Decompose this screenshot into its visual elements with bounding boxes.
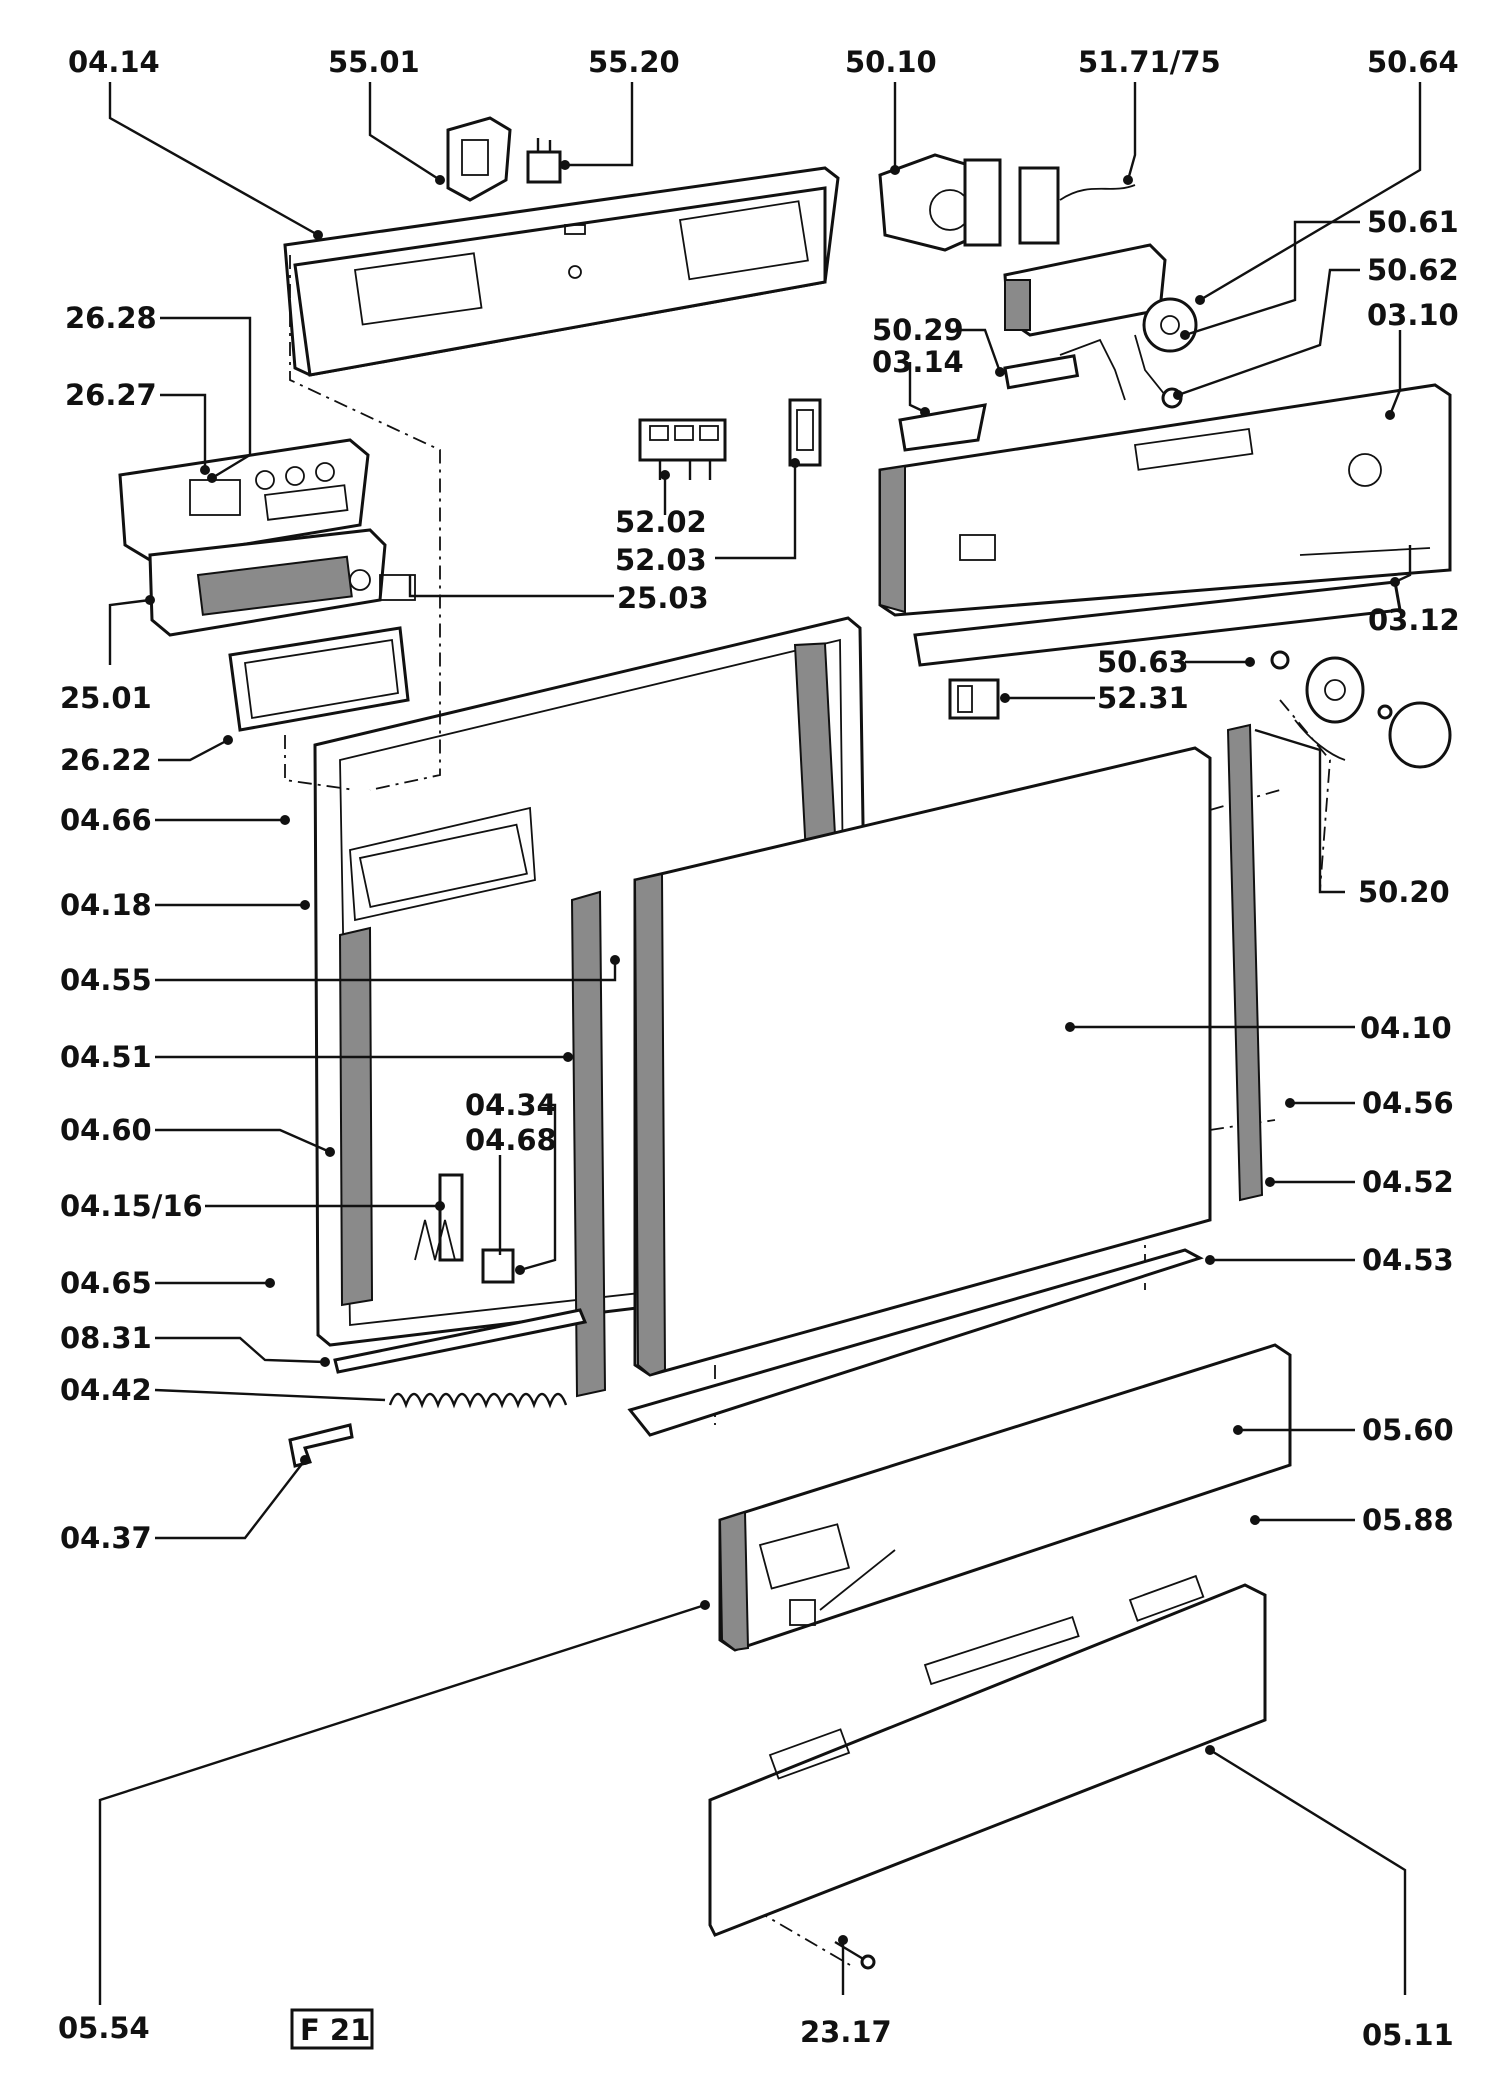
label-04-52: 04.52 xyxy=(1362,1165,1454,1199)
part-trim-strip xyxy=(913,580,1402,667)
label-04-60: 04.60 xyxy=(60,1113,152,1147)
label-25-03: 25.03 xyxy=(617,581,709,615)
label-25-01: 25.01 xyxy=(60,681,152,715)
label-04-53: 04.53 xyxy=(1362,1243,1454,1277)
label-05-60: 05.60 xyxy=(1362,1413,1454,1447)
label-52-02: 52.02 xyxy=(615,505,707,539)
label-55-20: 55.20 xyxy=(588,45,680,79)
part-clip xyxy=(788,398,822,467)
label-52-03: 52.03 xyxy=(615,543,707,577)
leader-endpoints xyxy=(145,160,1400,1945)
part-spring xyxy=(388,1392,568,1409)
label-52-31: 52.31 xyxy=(1097,681,1189,715)
label-23-17: 23.17 xyxy=(800,2015,892,2049)
label-26-27: 26.27 xyxy=(65,378,157,412)
label-04-66: 04.66 xyxy=(60,803,152,837)
label-04-56: 04.56 xyxy=(1362,1086,1454,1120)
part-relay xyxy=(638,418,727,480)
label-50-61: 50.61 xyxy=(1367,205,1459,239)
label-04-34: 04.34 xyxy=(465,1088,557,1122)
part-program-timer xyxy=(878,153,1136,252)
label-04-14: 04.14 xyxy=(68,45,160,79)
label-04-10: 04.10 xyxy=(1360,1011,1452,1045)
part-top-frame-bracket xyxy=(283,166,840,377)
part-hinge-rod xyxy=(333,1308,588,1374)
label-08-31: 08.31 xyxy=(60,1321,152,1355)
label-04-42: 04.42 xyxy=(60,1373,152,1407)
label-50-64: 50.64 xyxy=(1367,45,1459,79)
part-bottom-plate xyxy=(708,1574,1267,1937)
label-55-01: 55.01 xyxy=(328,45,420,79)
part-switch xyxy=(446,116,512,202)
part-switch-block xyxy=(1003,243,1198,353)
label-50-63: 50.63 xyxy=(1097,645,1189,679)
part-hook xyxy=(288,1423,354,1468)
label-50-29: 50.29 xyxy=(872,313,964,347)
label-26-22: 26.22 xyxy=(60,743,152,777)
label-04-65: 04.65 xyxy=(60,1266,152,1300)
label-05-88: 05.88 xyxy=(1362,1503,1454,1537)
label-05-54: 05.54 xyxy=(58,2011,150,2045)
label-04-51: 04.51 xyxy=(60,1040,152,1074)
label-26-28: 26.28 xyxy=(65,301,157,335)
label-04-37: 04.37 xyxy=(60,1521,152,1555)
part-small-plate xyxy=(898,403,987,452)
label-04-15-16: 04.15/16 xyxy=(60,1189,203,1223)
figure-badge: F 21 xyxy=(290,2008,374,2050)
part-side-strip-left xyxy=(570,890,607,1398)
label-03-10: 03.10 xyxy=(1367,298,1459,332)
label-50-10: 50.10 xyxy=(845,45,937,79)
part-control-panel xyxy=(878,383,1452,617)
part-side-strip-right xyxy=(1226,723,1264,1202)
part-bottom-rail xyxy=(627,1248,1204,1437)
label-51-71-75: 51.71/75 xyxy=(1078,45,1221,79)
leader-lines xyxy=(98,82,1422,2005)
label-05-11: 05.11 xyxy=(1362,2018,1454,2052)
label-03-12: 03.12 xyxy=(1368,603,1460,637)
part-lever xyxy=(1003,334,1183,409)
part-detergent-dispenser xyxy=(118,438,370,562)
label-04-55: 04.55 xyxy=(60,963,152,997)
label-04-68: 04.68 xyxy=(465,1123,557,1157)
part-knob-assembly xyxy=(1270,650,1452,769)
part-screw xyxy=(834,1940,876,1970)
part-gasket xyxy=(228,626,410,732)
part-number-labels: 04.14 55.01 55.20 50.10 51.71/75 50.64 5… xyxy=(58,45,1460,2052)
part-outer-door-panel xyxy=(633,746,1212,1377)
label-04-18: 04.18 xyxy=(60,888,152,922)
part-kick-panel xyxy=(718,1343,1292,1652)
part-dispenser-housing xyxy=(148,528,416,637)
label-03-14: 03.14 xyxy=(872,345,964,379)
label-50-62: 50.62 xyxy=(1367,253,1459,287)
part-microswitch xyxy=(526,138,562,184)
part-hinge xyxy=(414,1173,515,1284)
label-50-20: 50.20 xyxy=(1358,875,1450,909)
figure-badge-text: F 21 xyxy=(300,2013,370,2047)
part-indicator-lamp xyxy=(948,678,1000,720)
